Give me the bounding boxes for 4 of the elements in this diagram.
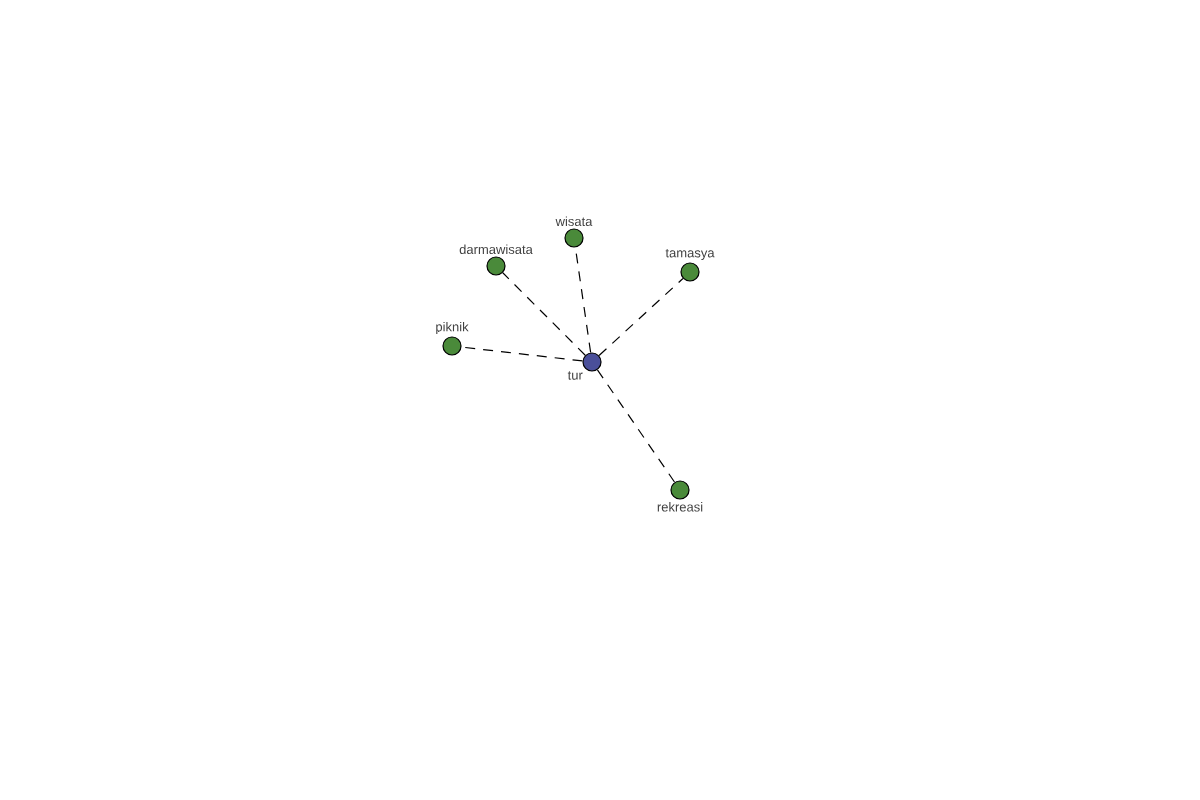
connector-line [460, 346, 584, 362]
connector-line [502, 272, 586, 356]
connector-line [596, 369, 676, 483]
connector-line [598, 277, 684, 357]
